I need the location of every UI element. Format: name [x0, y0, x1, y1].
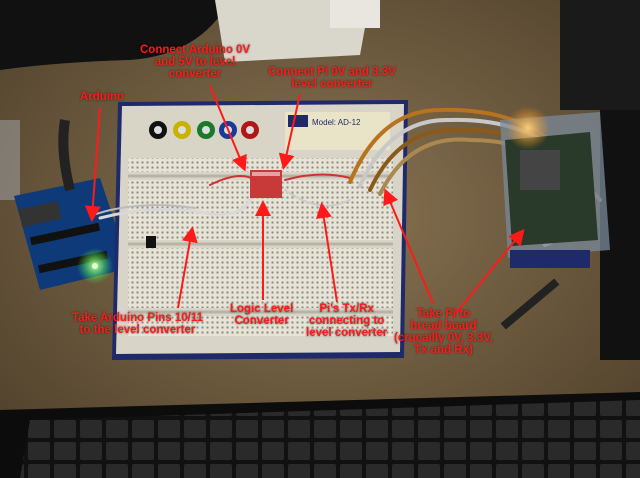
label-arduino: Arduino	[80, 91, 125, 103]
label-take-pi: Take Pi to bread board (crucailly 0V, 3.…	[394, 308, 493, 356]
arduino-board	[14, 119, 130, 290]
monitor-right	[560, 0, 640, 110]
label-connect-pi: Connect Pi 0V and 3.3V level converter	[268, 66, 396, 90]
label-connect-arduino: Connect Arduino 0V and 5V to level conve…	[140, 44, 251, 80]
raspberry-pi	[500, 106, 610, 268]
keyboard	[0, 392, 640, 478]
label-pi-txrx: Pi's Tx/Rx connecting to level converter	[306, 303, 388, 339]
label-take-arduino: Take Arduino Pins 10/11 to the level con…	[72, 312, 204, 336]
label-logic-level: Logic Level Converter	[230, 303, 294, 327]
monitor-stand	[0, 0, 230, 70]
board-model-label: Model: AD-12	[312, 118, 361, 127]
